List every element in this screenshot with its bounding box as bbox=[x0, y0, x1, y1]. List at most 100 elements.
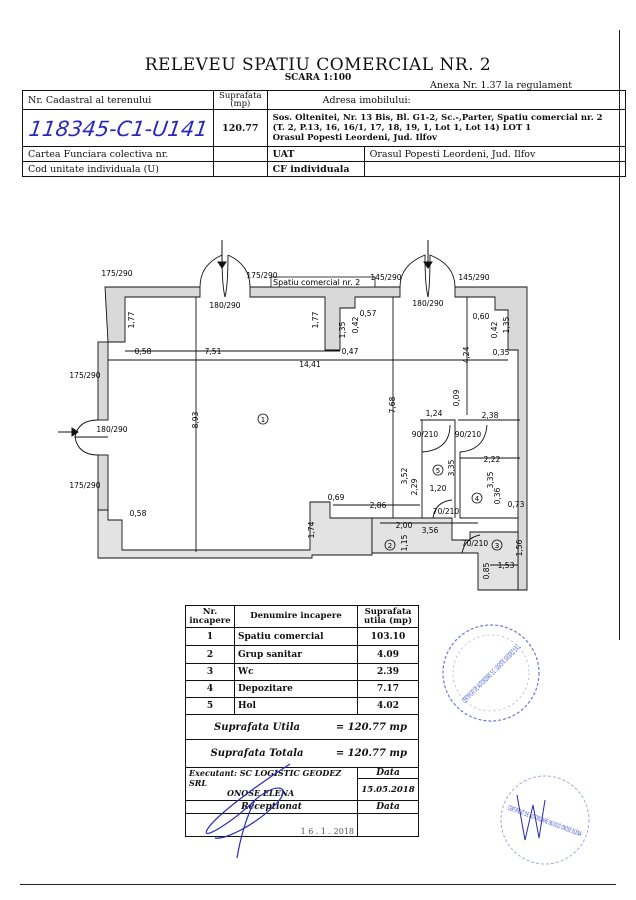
wall-left-upper bbox=[97, 341, 109, 421]
company-stamp: CERTIFICAT DE AUTORIZARE S.C. LOGISTIC G… bbox=[442, 624, 540, 722]
dimension-label: 0,58 bbox=[135, 347, 152, 356]
entry-arrows bbox=[58, 240, 433, 437]
dimension-label: 1,35 bbox=[502, 316, 511, 333]
cf-individuala-value bbox=[363, 161, 626, 177]
room-number: 1 bbox=[261, 416, 265, 424]
room-marker-circle bbox=[257, 413, 269, 425]
room-marker-circle bbox=[471, 492, 483, 504]
dimension-labels: 1,77 1,77 1,35 0,42 0,57 0,58 7,51 0,47 … bbox=[127, 309, 525, 579]
door-top-left bbox=[199, 254, 251, 298]
annex-label: Anexa Nr. 1.37 la regulament bbox=[430, 80, 573, 91]
door-hol bbox=[421, 424, 451, 453]
useful-area-value: = 120.77 mp bbox=[335, 721, 407, 733]
signature bbox=[205, 763, 291, 859]
reception-date-value bbox=[357, 813, 419, 837]
dimension-label: 3,52 bbox=[400, 467, 409, 484]
dimension-label: 0,42 bbox=[490, 321, 499, 338]
stamp-outer-ring bbox=[500, 775, 590, 865]
opening-label: 145/290 bbox=[370, 273, 401, 282]
stamp-inner-ring bbox=[452, 634, 530, 712]
room-area: 2.39 bbox=[357, 663, 419, 681]
entry-arrow-icon bbox=[71, 427, 79, 437]
opening-label: 145/290 bbox=[458, 273, 489, 282]
room-name: Grup sanitar bbox=[234, 645, 358, 664]
dimension-label: 0,35 bbox=[493, 348, 510, 357]
room-marker-circle bbox=[384, 539, 396, 551]
opening-label: 70/210 bbox=[462, 539, 489, 548]
dimension-label: 0,85 bbox=[482, 562, 491, 579]
dimension-label: 3,35 bbox=[447, 459, 456, 476]
room-area: 103.10 bbox=[357, 627, 419, 646]
room-markers bbox=[257, 413, 503, 551]
cod-unitate-label: Cod unitate individuala (U) bbox=[22, 161, 214, 177]
date-label: Data bbox=[357, 767, 419, 779]
room-number: 3 bbox=[495, 542, 499, 550]
door-left bbox=[74, 419, 108, 456]
executant-label: Executant: SC LOGISTIC GEODEZ SRL bbox=[189, 768, 342, 788]
dimension-label: 3,56 bbox=[422, 526, 439, 535]
dimension-label: 0,09 bbox=[452, 389, 461, 406]
dimension-label: 2,38 bbox=[482, 411, 499, 420]
dimension-label: 3,35 bbox=[486, 471, 495, 488]
page-border-bottom bbox=[20, 884, 616, 885]
entry-arrow-icon bbox=[423, 261, 433, 269]
opening-label: 175/290 bbox=[246, 271, 277, 280]
opening-label: 175/290 bbox=[101, 269, 132, 278]
opening-label: 175/290 bbox=[69, 481, 100, 490]
dimension-label: 1,20 bbox=[430, 484, 447, 493]
interior-lines bbox=[108, 297, 520, 566]
stamp-signature bbox=[516, 794, 546, 841]
dimension-label: 1,74 bbox=[307, 521, 316, 538]
dimension-label: 4,24 bbox=[462, 346, 471, 363]
room-nr: 3 bbox=[185, 663, 235, 681]
dimension-label: 1,53 bbox=[498, 561, 515, 570]
dimension-label: 7,51 bbox=[205, 347, 222, 356]
unit-label-box: Spatiu comercial nr. 2 bbox=[270, 276, 376, 288]
dimension-label: 1,15 bbox=[400, 534, 409, 551]
dimension-label: 2,29 bbox=[410, 478, 419, 495]
col-header-area: Suprafata utila (mp) bbox=[357, 605, 419, 628]
rooms-table: Nr. incapere Denumire incapere Suprafata… bbox=[185, 605, 419, 837]
cadastral-label: Nr. Cadastral al terenului bbox=[22, 90, 214, 110]
dimension-label: 2,00 bbox=[396, 521, 413, 530]
signature-stroke bbox=[205, 763, 291, 859]
wall-top-left bbox=[104, 286, 201, 343]
col-header-nr: Nr. incapere bbox=[185, 605, 235, 628]
room-area: 7.17 bbox=[357, 680, 419, 698]
reception-date-label: Data bbox=[357, 800, 419, 814]
stamp-outer-ring bbox=[442, 624, 540, 722]
wall-bathrooms bbox=[371, 517, 519, 591]
entry-arrow-icon bbox=[217, 261, 227, 269]
room-marker-circle bbox=[432, 464, 444, 476]
dimension-label: 2,86 bbox=[370, 501, 387, 510]
room-nr: 1 bbox=[185, 627, 235, 646]
wall-bottom bbox=[97, 501, 373, 559]
address-line: (T. 2, P.13, 16, 16/1, 17, 18, 19, 1, Lo… bbox=[272, 123, 532, 133]
doors bbox=[74, 254, 488, 554]
dimension-label: 1,56 bbox=[515, 539, 524, 556]
dimension-label: 1,35 bbox=[338, 321, 347, 338]
opening-labels: 175/290 180/290 175/290 145/290 180/290 … bbox=[69, 269, 489, 548]
page-border-right bbox=[619, 30, 620, 640]
useful-area-label: Suprafata Utila bbox=[213, 721, 300, 733]
opening-label: 180/290 bbox=[412, 299, 443, 308]
reception-stamp-date: 1 6 . 1 . 2018 bbox=[185, 813, 358, 837]
property-header-table: Nr. Cadastral al terenului Suprafata (mp… bbox=[19, 90, 626, 177]
room-name: Hol bbox=[234, 697, 358, 715]
wall-top-middle bbox=[249, 286, 401, 351]
room-number: 5 bbox=[436, 467, 440, 475]
door-storage bbox=[459, 424, 488, 453]
opening-label: 90/210 bbox=[412, 430, 439, 439]
useful-area-row: Suprafata Utila = 120.77 mp bbox=[185, 714, 419, 740]
walls bbox=[97, 286, 528, 591]
wall-storage bbox=[459, 452, 518, 519]
dimension-label: 8,93 bbox=[191, 411, 200, 428]
document-title: RELEVEU SPATIU COMERCIAL NR. 2 bbox=[144, 55, 492, 75]
room-area: 4.09 bbox=[357, 645, 419, 664]
room-nr: 2 bbox=[185, 645, 235, 664]
dimension-label: 1,24 bbox=[426, 409, 443, 418]
dimension-label: 7,68 bbox=[388, 396, 397, 413]
room-numbers: 1 2 3 4 5 bbox=[261, 416, 499, 550]
